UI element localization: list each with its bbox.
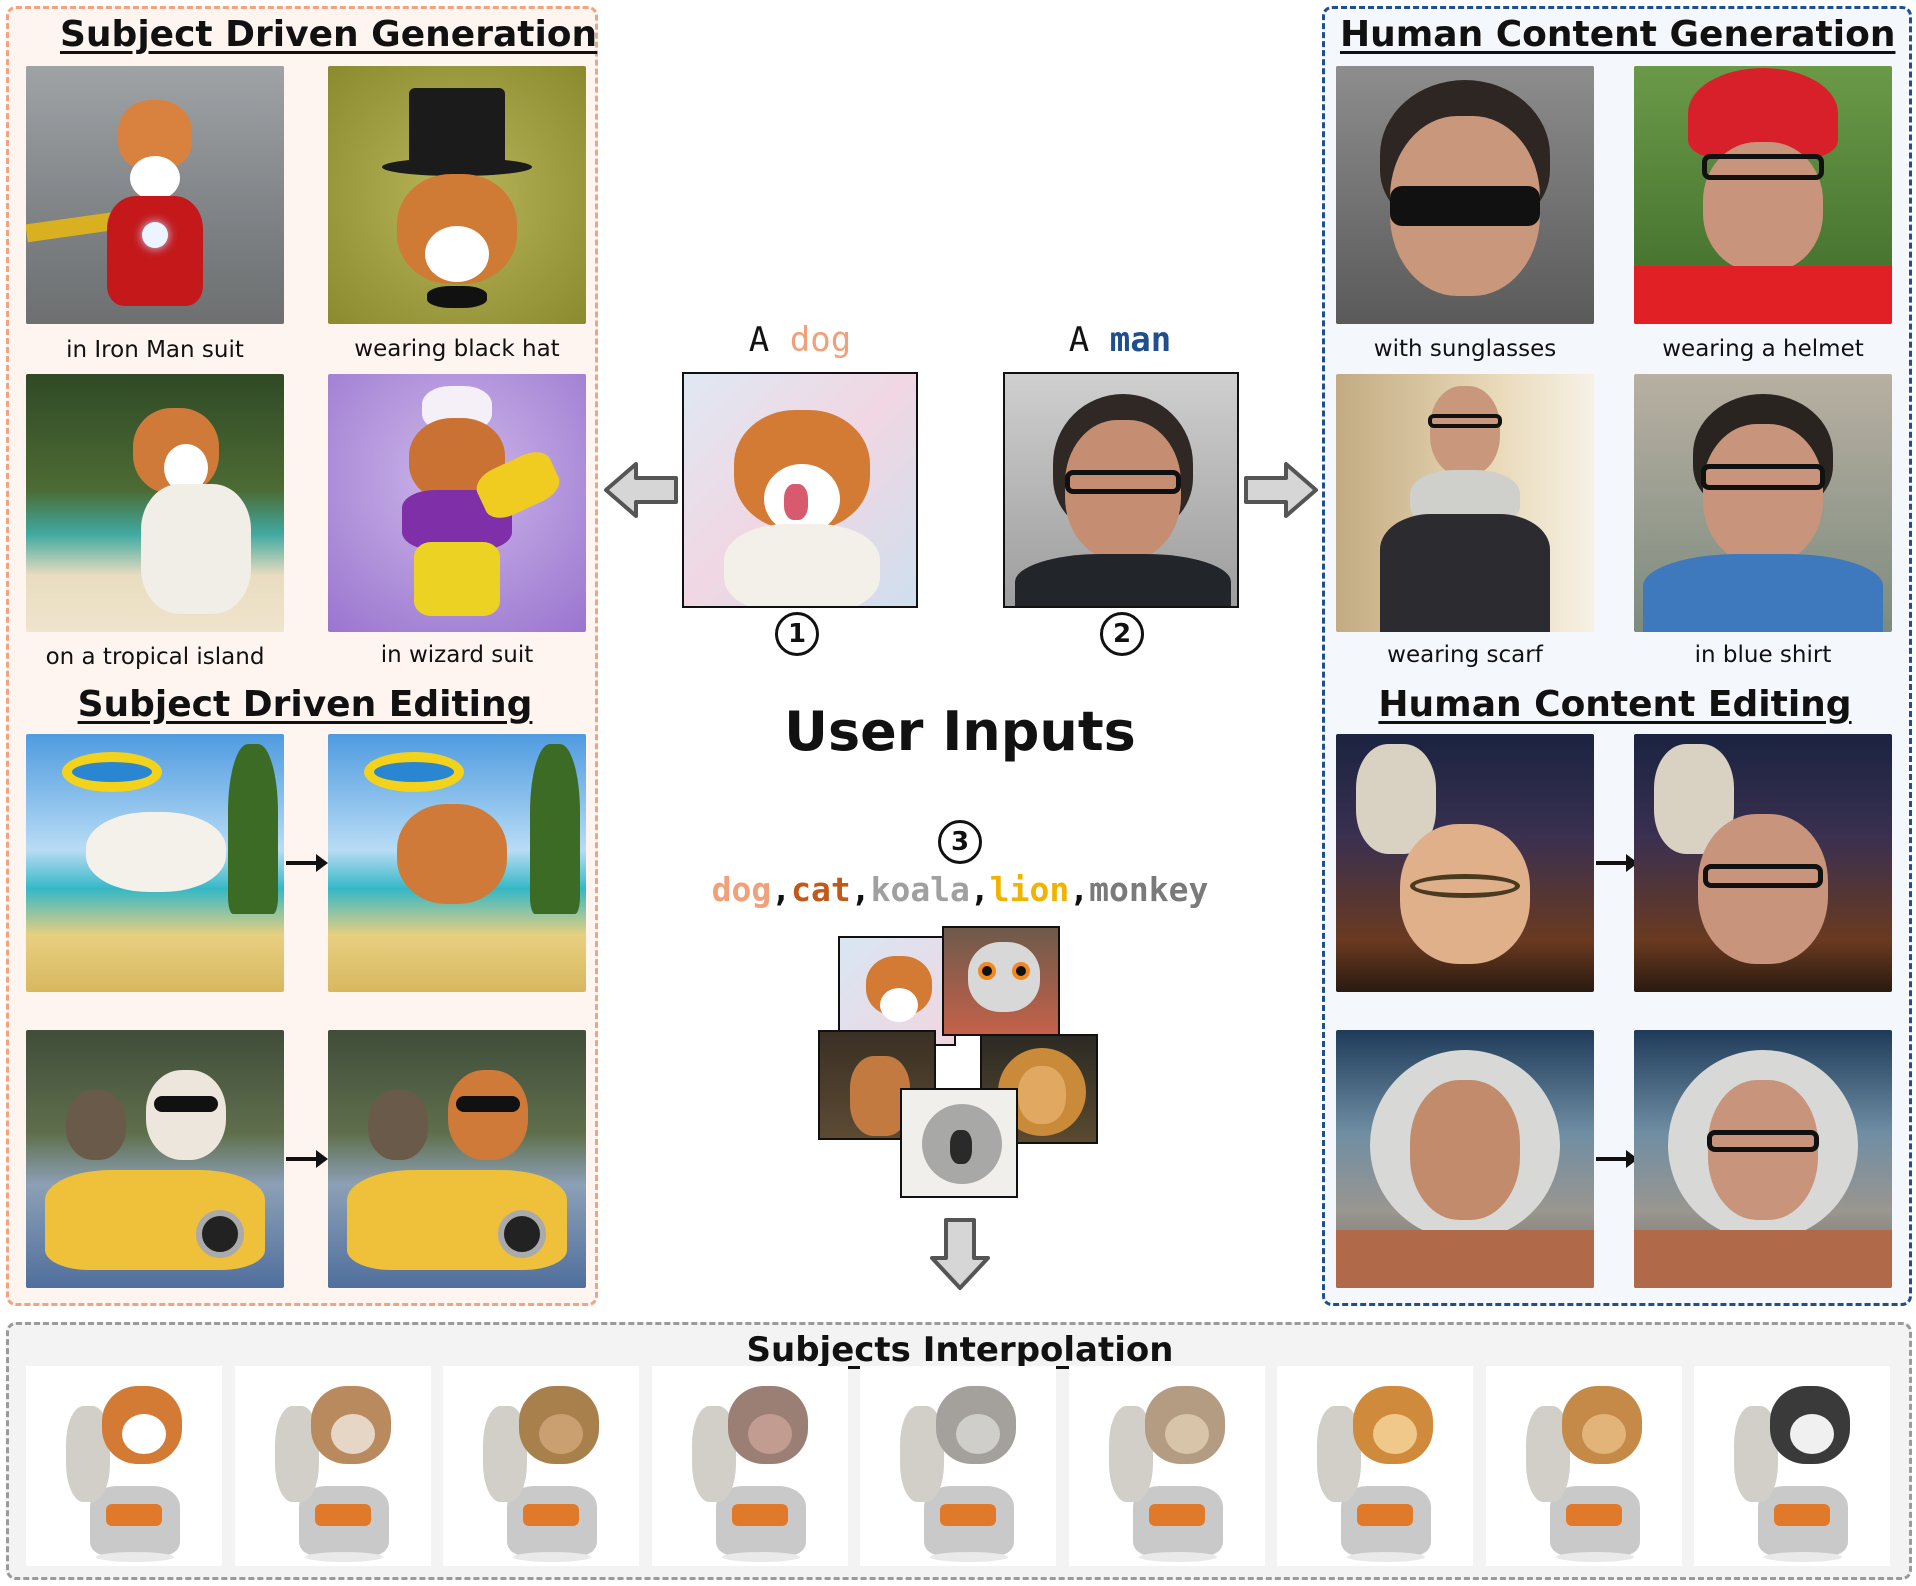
subjects-list: dog, cat, koala, lion, monkey — [660, 870, 1260, 909]
edit-poster-result-image — [1634, 734, 1892, 992]
interpolation-image — [1277, 1366, 1473, 1566]
dog-iron-man-image — [26, 66, 284, 324]
interpolation-image — [860, 1366, 1056, 1566]
subject-koala: koala — [870, 870, 970, 909]
interpolation-image — [651, 1366, 848, 1566]
edit-poster-source-image — [1336, 734, 1594, 992]
prompt-man-article: A — [1068, 320, 1090, 360]
caption-black-hat: wearing black hat — [354, 336, 560, 362]
dog-wizard-suit-image — [328, 374, 586, 632]
human-content-generation-title: Human Content Generation — [1340, 14, 1896, 55]
subject-separator: , — [1069, 870, 1090, 909]
collage-lemur-image — [942, 926, 1060, 1036]
man-sunglasses-image — [1336, 66, 1594, 324]
prompt-dog-article: A — [748, 320, 770, 360]
marker-2: 2 — [1100, 612, 1144, 656]
subject-driven-generation-title: Subject Driven Generation — [60, 14, 598, 55]
caption-iron-man: in Iron Man suit — [66, 337, 244, 363]
caption-blue-shirt: in blue shirt — [1694, 642, 1832, 668]
caption-tropical-island: on a tropical island — [45, 644, 265, 670]
subject-dog: dog — [711, 870, 772, 909]
edit-arrow-icon — [286, 1150, 328, 1168]
arrow-right-icon — [1244, 462, 1318, 518]
subject-driven-editing-title: Subject Driven Editing — [77, 684, 533, 725]
interpolation-image — [1694, 1366, 1890, 1566]
prompt-man: A man — [1000, 320, 1240, 360]
prompt-dog-subject: dog — [789, 320, 852, 360]
caption-sunglasses: with sunglasses — [1373, 336, 1557, 362]
caption-helmet: wearing a helmet — [1662, 336, 1864, 362]
edit-arrow-icon — [1596, 854, 1638, 872]
subject-cat: cat — [791, 870, 851, 909]
input-dog-image — [682, 372, 918, 608]
caption-scarf: wearing scarf — [1387, 642, 1543, 668]
subject-separator: , — [969, 870, 990, 909]
man-helmet-image — [1634, 66, 1892, 324]
human-content-editing-title: Human Content Editing — [1378, 684, 1852, 725]
subjects-interpolation-title: Subjects Interpolation — [746, 1330, 1174, 1370]
edit-arrow-icon — [286, 854, 328, 872]
edit-car-result-image — [328, 1030, 586, 1288]
arrow-down-icon — [930, 1218, 990, 1290]
marker-3: 3 — [938, 820, 982, 864]
edit-arrow-icon — [1596, 1150, 1638, 1168]
subject-separator: , — [771, 870, 792, 909]
edit-beach-result-image — [328, 734, 586, 992]
interpolation-image — [1485, 1366, 1682, 1566]
man-blue-shirt-image — [1634, 374, 1892, 632]
input-man-image — [1003, 372, 1239, 608]
caption-wizard-suit: in wizard suit — [380, 642, 534, 668]
interpolation-image — [1068, 1366, 1265, 1566]
edit-car-source-image — [26, 1030, 284, 1288]
dog-black-hat-image — [328, 66, 586, 324]
interpolation-image — [26, 1366, 222, 1566]
subject-separator: , — [850, 870, 871, 909]
marker-1: 1 — [775, 612, 819, 656]
collage-koala-image — [900, 1088, 1018, 1198]
edit-beach-source-image — [26, 734, 284, 992]
interpolation-image — [234, 1366, 431, 1566]
dog-tropical-island-image — [26, 374, 284, 632]
interpolation-image — [443, 1366, 639, 1566]
subject-monkey: monkey — [1089, 870, 1209, 909]
subject-lion: lion — [989, 870, 1070, 909]
user-inputs-title: User Inputs — [784, 700, 1136, 763]
arrow-left-icon — [604, 462, 678, 518]
prompt-dog: A dog — [680, 320, 920, 360]
edit-astronaut-source-image — [1336, 1030, 1594, 1288]
prompt-man-subject: man — [1109, 320, 1172, 360]
edit-astronaut-result-image — [1634, 1030, 1892, 1288]
man-scarf-image — [1336, 374, 1594, 632]
